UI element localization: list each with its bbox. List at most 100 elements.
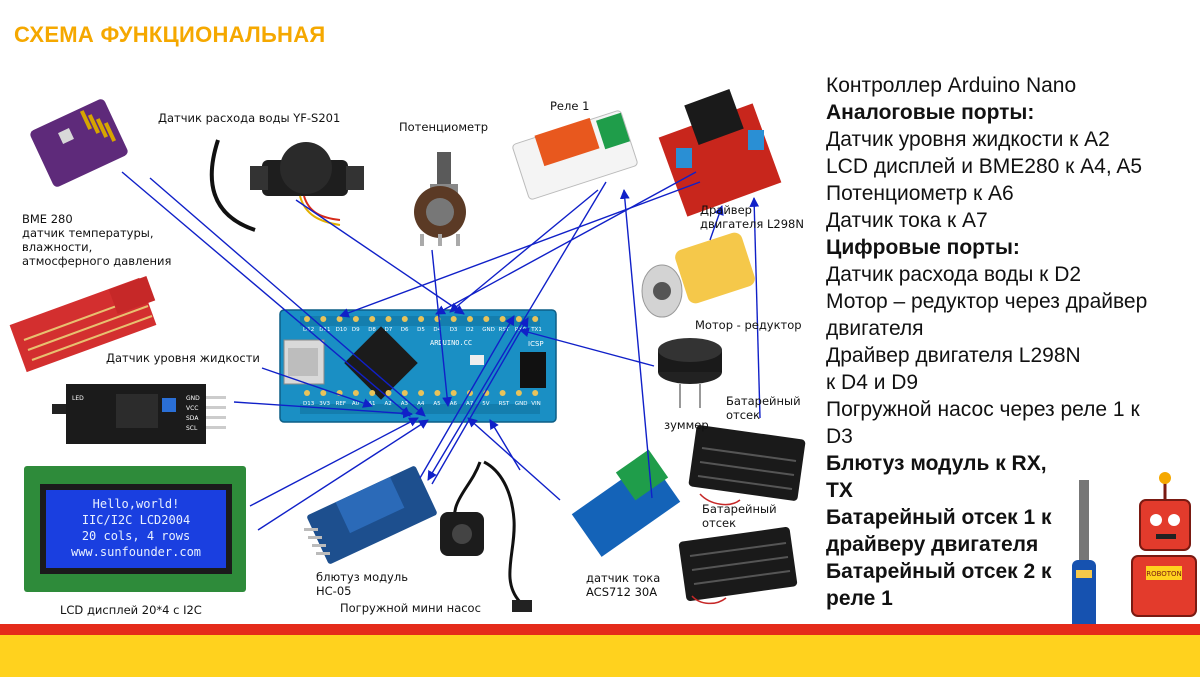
desc-line: LCD дисплей и BME280 к A4, A5 [826,155,1143,178]
current-sensor-label-line-2: ACS712 30A [586,585,658,599]
bluetooth-label-line-1: блютуз модуль [316,570,408,584]
battery-holder-2-image [678,527,798,605]
lcd-line-2: IIC/I2C LCD2004 [82,513,190,527]
i2c-led-label: LED [72,395,84,402]
arrow-lcd-to-a5 [257,419,429,531]
bottom-pin-label: GND [515,401,528,407]
bme280-label-line-3: влажности, [22,240,93,254]
mini-pump-image [440,460,532,612]
lcd-line-1: Hello,world! [93,497,180,511]
bottom-pin-label: 5V [482,401,489,407]
top-pin-pad [467,316,473,322]
water-flow-label: Датчик расхода воды YF-S201 [158,111,341,125]
i2c-scl-label: SCL [186,425,198,432]
arrow-i2c-to-a4 [233,401,413,419]
bottom-pin-pad [434,390,441,396]
bottom-pin-pad [450,390,457,396]
desc-line-bold: TX [826,479,853,502]
desc-line-bold: Блютуз модуль к RX, [826,452,1047,475]
bottom-pin-pad [304,390,310,396]
desc-heading-analog: Аналоговые порты: [826,101,1035,124]
bottom-pin-pad [499,390,506,396]
i2c-vcc-label: VCC [186,405,198,412]
bottom-pin-pad [352,390,359,396]
top-pin-pad [320,316,327,322]
top-pin-label: GND [482,327,495,333]
desc-line: Погружной насос через реле 1 к [826,398,1140,421]
motor-label: Мотор - редуктор [695,318,802,332]
top-pin-label: D2 [466,327,474,333]
arrow-relay-to-pump [427,181,607,481]
arrow-pot-to-a6 [431,249,452,407]
arrow-battery1-to-driver [749,197,761,419]
bluetooth-label: блютуз модуль HC-05 [316,570,408,598]
desc-line: к D4 и D9 [826,371,919,394]
potentiometer-label: Потенциометр [399,120,489,134]
bme280-label-line-4: атмосферного давления [22,254,172,268]
desc-line: Потенциометр к A6 [826,182,1014,205]
desc-line: Мотор – редуктор через драйвер [826,290,1148,313]
bottom-pin-pad [320,390,327,396]
top-pin-pad [532,316,539,322]
desc-heading-digital: Цифровые порты: [826,236,1020,259]
bottom-pin-pad [401,390,408,396]
footer-red-band [0,624,1200,635]
driver-label: Драйвер двигателя L298N [700,203,804,231]
relay-label: Реле 1 [550,99,590,113]
gear-motor-image [641,232,755,318]
l298n-driver-image [658,89,782,217]
bottom-pin-label: A0 [352,401,360,407]
bottom-pin-label: 3V3 [319,401,330,407]
top-pin-label: D8 [368,327,376,333]
arrow-lcd-to-a4 [249,417,419,507]
battery-holder-1-image [688,425,806,506]
desc-line-bold: Батарейный отсек 2 к [826,560,1052,583]
bottom-pin-label: RST [499,401,510,407]
bottom-pin-label: A5 [433,401,441,407]
desc-line: Датчик уровня жидкости к A2 [826,128,1110,151]
desc-line-bold: реле 1 [826,587,893,610]
desc-line: D3 [826,425,853,448]
bottom-pin-label: A3 [401,401,409,407]
top-pin-label: D7 [385,327,393,333]
arrow-driver-to-d9 [339,181,701,318]
arrow-bme280-to-a4 [121,171,411,417]
bluetooth-module-image [304,466,437,564]
page-title: СХЕМА ФУНКЦИОНАЛЬНАЯ [14,22,326,47]
current-sensor-label-line-1: датчик тока [586,571,661,585]
bottom-pin-label: REF [336,401,346,407]
battery2-label-line-2: отсек [702,516,737,530]
footer-yellow-band [0,635,1200,677]
desc-line: Драйвер двигателя L298N [826,344,1081,367]
icsp-label: ICSP [528,340,544,348]
arrow-buzzer-to-board [519,327,655,367]
top-pin-pad [401,316,408,322]
lcd-label: LCD дисплей 20*4 с I2C [60,603,202,617]
level-sensor-label: Датчик уровня жидкости [106,351,260,365]
bottom-pin-label: A4 [417,401,425,407]
battery2-label-line-1: Батарейный [702,502,777,516]
lcd-line-3: 20 cols, 4 rows [82,529,190,543]
connection-arrows [121,171,761,531]
pump-label: Погружной мини насос [340,601,481,615]
current-sensor-image [571,449,681,557]
i2c-adapter-image: LED GND VCC SDA SCL [52,384,226,444]
arrow-level-to-a2 [261,367,373,408]
bottom-pin-pad [385,390,392,396]
top-pin-label: D3 [450,327,458,333]
water-flow-sensor-image [209,139,364,232]
top-pin-pad [369,316,376,322]
desc-line-bold: драйверу двигателя [826,533,1039,556]
arrow-bme280-to-a5 [149,177,426,417]
arrow-bluetooth-to-rx [419,315,515,479]
bottom-pin-pad [369,390,376,396]
top-pin-label: D10 [336,327,348,333]
bluetooth-label-line-2: HC-05 [316,584,352,598]
bottom-pin-label: D13 [303,401,315,407]
driver-label-line-1: Драйвер [700,203,752,217]
buzzer-label: зуммер [664,418,709,432]
top-pin-label: D9 [352,327,360,333]
desc-line: Датчик тока к A7 [826,209,988,232]
top-pin-pad [304,316,310,322]
driver-label-line-2: двигателя L298N [700,217,804,231]
